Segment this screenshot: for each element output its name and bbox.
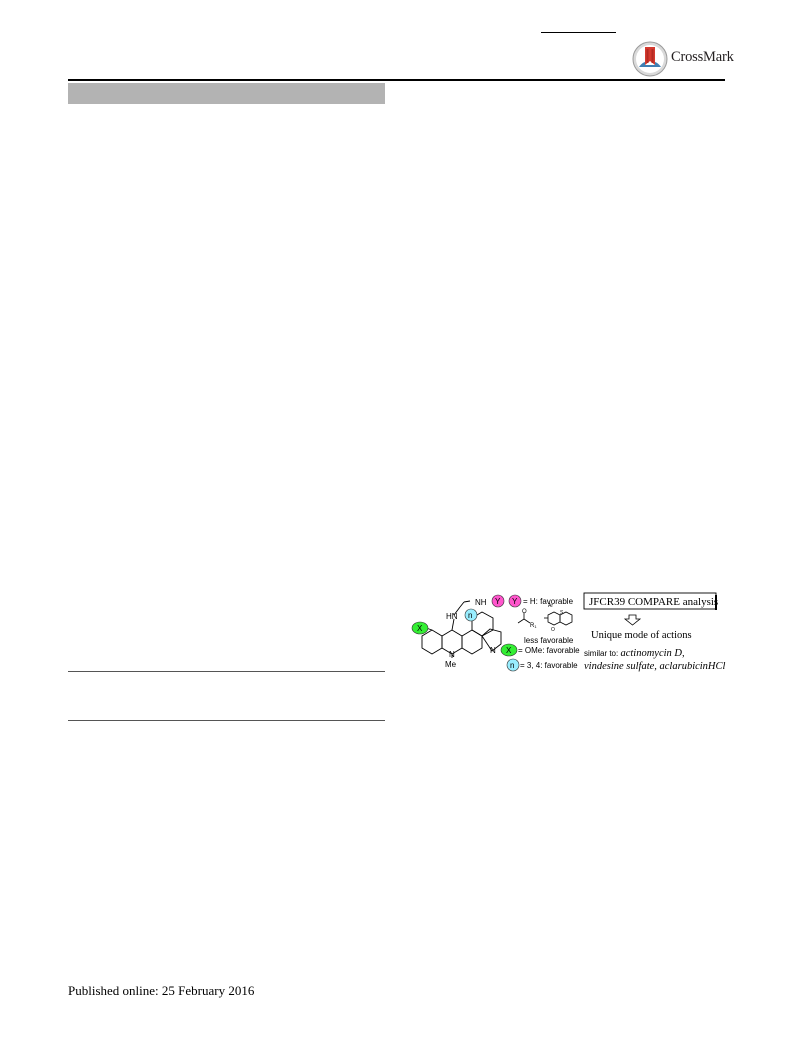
section-header-band bbox=[68, 83, 385, 104]
ring-n-label-2: N bbox=[490, 646, 496, 655]
r1-label: R1 bbox=[530, 623, 537, 629]
published-online-date: Published online: 25 February 2016 bbox=[68, 983, 255, 998]
x-legend-circle bbox=[500, 643, 518, 657]
similar-to-line-2: vindesine sulfate, aclarubicinHCl bbox=[584, 661, 726, 672]
ar-label: Ar bbox=[548, 603, 553, 609]
y-legend-circle bbox=[508, 594, 522, 608]
x-substituent-circle bbox=[411, 621, 429, 635]
x-substituent-label: X bbox=[417, 624, 423, 633]
similar-to-line-1: similar to: actinomycin D, bbox=[584, 648, 685, 659]
n-legend-label: n bbox=[510, 661, 514, 670]
n-substituent-circle bbox=[464, 608, 478, 622]
acyl-o-label: O bbox=[522, 609, 527, 615]
compare-analysis-label: JFCR39 COMPARE analysis bbox=[589, 596, 718, 608]
n-note: = 3, 4: favorable bbox=[520, 661, 578, 670]
y-note: = H: favorable bbox=[523, 597, 574, 606]
n-substituent-label: n bbox=[468, 611, 472, 620]
top-short-rule bbox=[541, 32, 616, 33]
down-arrow-icon bbox=[623, 614, 642, 626]
mode-of-action-label: Unique mode of actions bbox=[591, 630, 692, 641]
graphical-abstract-figure: Y NH HN n X N Me N Y = H: favorable O R1… bbox=[411, 592, 726, 672]
ring-n-label: N bbox=[449, 650, 455, 659]
graphical-abstract: Y NH HN n X N Me N Y = H: favorable O R1… bbox=[408, 585, 728, 675]
n-legend-circle bbox=[506, 658, 520, 672]
side-chain bbox=[425, 600, 471, 658]
crossmark-icon bbox=[632, 41, 668, 77]
y-substituent-label: Y bbox=[495, 597, 501, 606]
crossmark-label: CrossMark bbox=[671, 49, 734, 65]
thiazinone-group bbox=[544, 611, 573, 626]
header-rule bbox=[68, 79, 725, 81]
crossmark-logo[interactable]: CrossMark bbox=[631, 38, 734, 80]
x-note: = OMe: favorable bbox=[518, 646, 580, 655]
x-legend-label: X bbox=[506, 646, 512, 655]
thiazinone-o-label: O bbox=[551, 627, 555, 633]
acyl-group bbox=[517, 613, 531, 624]
less-favorable-label: less favorable bbox=[524, 636, 574, 645]
nh-label: NH bbox=[475, 598, 487, 607]
divider-rule-2 bbox=[68, 720, 385, 721]
me-label: Me bbox=[445, 660, 457, 669]
hn-label: HN bbox=[446, 612, 458, 621]
y-legend-label: Y bbox=[512, 597, 518, 606]
divider-rule-1 bbox=[68, 671, 385, 672]
s-label: S bbox=[560, 610, 564, 616]
y-substituent-circle bbox=[491, 594, 505, 608]
